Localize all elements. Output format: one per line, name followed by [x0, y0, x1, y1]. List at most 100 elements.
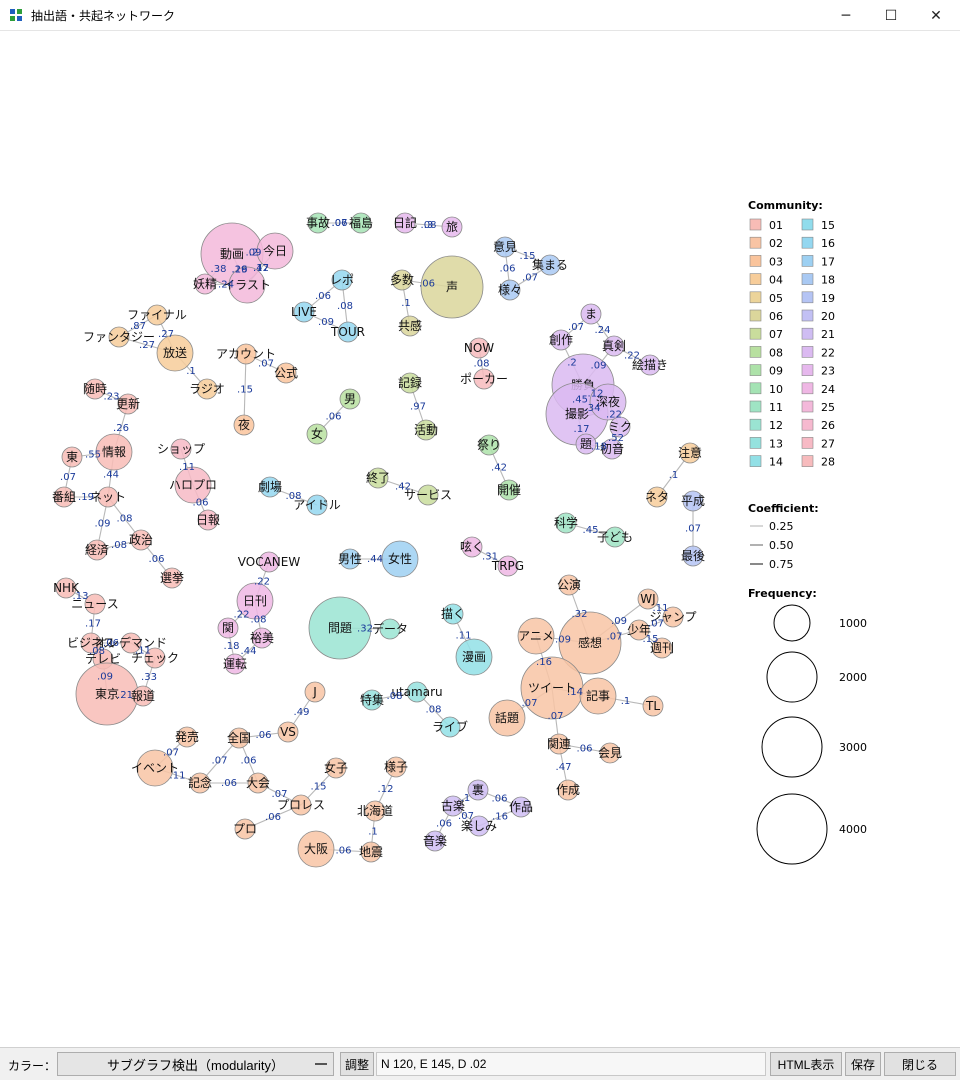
network-node[interactable]: utamaru: [391, 681, 443, 703]
network-node[interactable]: プロ: [233, 818, 257, 840]
network-node[interactable]: 報道: [131, 685, 155, 707]
network-node[interactable]: 創作: [549, 329, 573, 351]
network-node[interactable]: 女: [306, 423, 328, 445]
network-node[interactable]: VOCANEW: [238, 551, 301, 573]
network-node[interactable]: TOUR: [330, 321, 365, 343]
network-node[interactable]: 問題: [308, 596, 372, 660]
network-node[interactable]: 少年: [627, 619, 651, 641]
network-node[interactable]: 楽しみ: [461, 815, 497, 837]
network-node[interactable]: 描く: [441, 603, 465, 625]
network-node[interactable]: プロレス: [277, 794, 325, 816]
network-node[interactable]: 関: [217, 617, 239, 639]
network-node[interactable]: アニメ: [517, 617, 555, 655]
network-node[interactable]: TRPG: [491, 555, 524, 577]
network-node[interactable]: 東京: [75, 662, 139, 726]
close-button[interactable]: 閉じる: [884, 1052, 956, 1076]
network-node[interactable]: チェック: [131, 647, 179, 669]
network-node[interactable]: 声: [420, 255, 484, 319]
network-node[interactable]: 漫画: [455, 638, 493, 676]
network-node[interactable]: 様々: [498, 279, 522, 301]
network-node[interactable]: 東: [61, 446, 83, 468]
network-node[interactable]: ファイナル: [127, 304, 187, 326]
network-node[interactable]: 福島: [349, 212, 373, 234]
color-mode-select[interactable]: サブグラフ検出（modularity）: [57, 1052, 334, 1076]
network-node[interactable]: 公演: [557, 574, 581, 596]
network-node[interactable]: 題: [575, 433, 597, 455]
network-node[interactable]: 集まる: [532, 254, 568, 276]
network-node[interactable]: レポ: [330, 269, 354, 291]
network-node[interactable]: 平成: [681, 490, 705, 512]
network-node[interactable]: データ: [372, 618, 408, 640]
network-node[interactable]: 大阪: [297, 830, 335, 868]
network-node[interactable]: ジャンプ: [649, 606, 697, 628]
network-node[interactable]: 裏: [467, 779, 489, 801]
network-node[interactable]: 話題: [488, 699, 526, 737]
network-node[interactable]: 初音: [600, 438, 624, 460]
network-node[interactable]: 今日: [256, 232, 294, 270]
network-node[interactable]: 日刊: [236, 582, 274, 620]
network-node[interactable]: 科学: [554, 512, 578, 534]
network-node[interactable]: ライブ: [432, 716, 468, 738]
network-node[interactable]: 男: [339, 388, 361, 410]
network-node[interactable]: 意見: [493, 236, 517, 258]
network-node[interactable]: WJ: [637, 588, 659, 610]
network-node[interactable]: 発売: [175, 726, 199, 748]
network-node[interactable]: ファンタジー: [83, 326, 155, 348]
network-node[interactable]: 経済: [85, 539, 109, 561]
network-node[interactable]: イラスト: [223, 266, 271, 304]
network-node[interactable]: 絵描き: [632, 354, 668, 376]
network-node[interactable]: 裕美: [250, 627, 274, 649]
network-node[interactable]: 共感: [398, 315, 422, 337]
network-node[interactable]: 真剣: [602, 335, 626, 357]
html-view-button[interactable]: HTML表示: [770, 1052, 842, 1076]
network-node[interactable]: 注意: [678, 442, 702, 464]
network-node[interactable]: 様子: [384, 756, 408, 778]
network-node[interactable]: ツイート: [520, 656, 584, 720]
network-node[interactable]: 日記: [393, 212, 417, 234]
network-node[interactable]: 地震: [359, 841, 383, 863]
network-node[interactable]: VS: [277, 721, 299, 743]
network-node[interactable]: 更新: [116, 393, 140, 415]
network-node[interactable]: ま: [580, 303, 602, 325]
network-node[interactable]: 関連: [547, 733, 571, 755]
network-node[interactable]: 劇場: [258, 476, 282, 498]
network-node[interactable]: ミク: [608, 416, 632, 438]
network-node[interactable]: 公式: [274, 362, 298, 384]
network-node[interactable]: 政治: [129, 529, 153, 551]
network-node[interactable]: 記念: [188, 772, 212, 794]
maximize-button[interactable]: ☐: [868, 0, 914, 31]
network-node[interactable]: 放送: [156, 334, 194, 372]
network-node[interactable]: アカウント: [216, 343, 276, 365]
save-button[interactable]: 保存: [845, 1052, 881, 1076]
network-node[interactable]: 事故: [306, 212, 330, 234]
close-window-button[interactable]: ✕: [913, 0, 959, 31]
network-node[interactable]: ショップ: [157, 438, 205, 460]
network-node[interactable]: 全国: [227, 727, 251, 749]
network-node[interactable]: 子ども: [597, 526, 633, 548]
network-node[interactable]: ポーカー: [460, 368, 508, 390]
network-node[interactable]: 開催: [497, 479, 521, 501]
network-node[interactable]: 随時: [83, 378, 107, 400]
network-node[interactable]: 作品: [509, 796, 533, 818]
network-node[interactable]: 呟く: [460, 536, 484, 558]
network-node[interactable]: 北海道: [357, 800, 393, 822]
network-node[interactable]: 夜: [233, 414, 255, 436]
network-node[interactable]: 日報: [196, 509, 220, 531]
network-node[interactable]: NHK: [53, 577, 80, 599]
network-node[interactable]: 女性: [381, 540, 419, 578]
network-node[interactable]: 終了: [366, 467, 390, 489]
network-node[interactable]: サービス: [404, 484, 452, 506]
network-node[interactable]: 古楽: [441, 795, 465, 817]
network-node[interactable]: アイドル: [293, 494, 341, 516]
network-node[interactable]: 番組: [52, 486, 76, 508]
network-node[interactable]: 感想: [558, 611, 622, 675]
network-node[interactable]: 選挙: [160, 567, 184, 589]
network-node[interactable]: 祭り: [477, 434, 501, 456]
network-node[interactable]: ネット: [90, 486, 126, 508]
network-node[interactable]: 週刊: [650, 637, 674, 659]
network-node[interactable]: 情報: [95, 433, 133, 471]
network-node[interactable]: J: [304, 681, 326, 703]
network-node[interactable]: 活動: [414, 419, 438, 441]
network-node[interactable]: オンデマンド: [95, 632, 167, 654]
adjust-button[interactable]: 調整: [340, 1052, 374, 1076]
